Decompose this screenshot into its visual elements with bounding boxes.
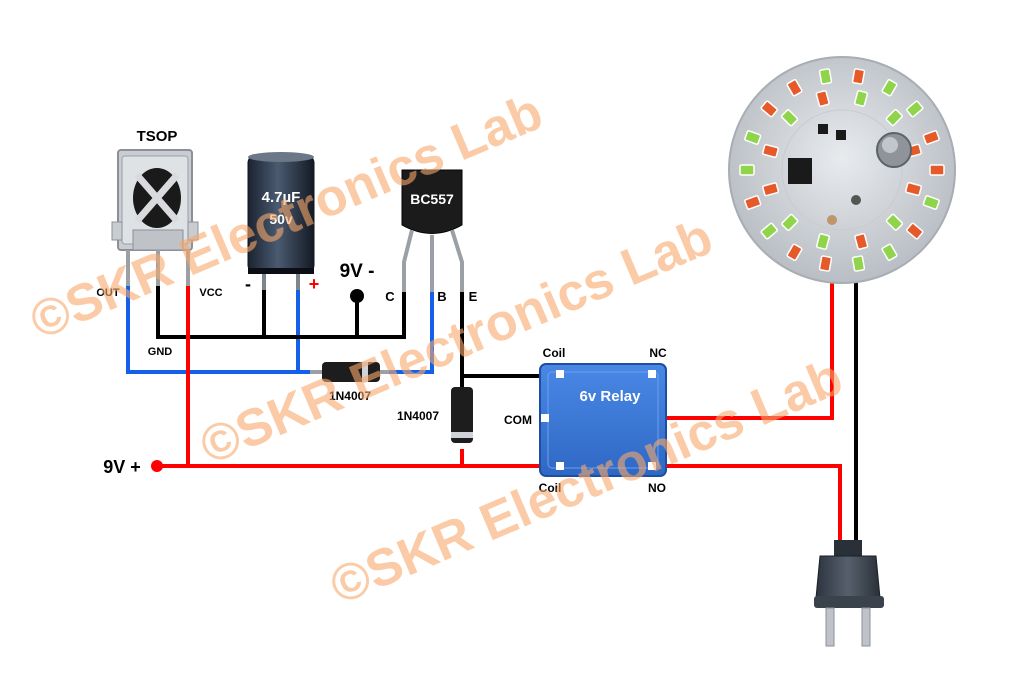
led-chip xyxy=(781,213,799,232)
led-chip xyxy=(885,108,903,127)
diode-1-label: 1N4007 xyxy=(329,389,371,403)
diode-2-label: 1N4007 xyxy=(397,409,439,423)
led-chip xyxy=(929,164,945,176)
led-chip xyxy=(905,181,922,197)
led-chip xyxy=(885,213,904,231)
transistor-pin-e: E xyxy=(469,289,478,304)
tsop-pin-vcc: VCC xyxy=(199,287,222,299)
led-chip xyxy=(818,255,833,272)
led-chip xyxy=(818,68,833,85)
led-chip xyxy=(815,233,831,250)
led-chip xyxy=(744,195,762,210)
led-chip xyxy=(760,222,778,240)
led-chip xyxy=(922,195,940,210)
led-chip xyxy=(739,164,755,176)
supply-negative-label: 9V - xyxy=(340,261,375,282)
led-chip xyxy=(853,90,869,107)
led-ring xyxy=(739,68,945,272)
supply-negative: 9V - xyxy=(340,261,375,303)
supply-positive: 9V + xyxy=(103,457,163,477)
wire-tsop-out xyxy=(126,286,310,374)
transistor-name: BC557 xyxy=(410,191,454,207)
transistor-pin-b: B xyxy=(437,289,446,304)
relay: 6v Relay Coil NC COM Coil NO xyxy=(504,346,667,495)
led-chip xyxy=(786,243,803,262)
diode-2: 1N4007 xyxy=(397,387,473,443)
diode-1: 1N4007 xyxy=(310,362,389,403)
led-chip xyxy=(851,68,866,85)
led-chip xyxy=(780,109,799,127)
capacitor-pos-label: + xyxy=(309,274,320,294)
led-chip xyxy=(881,243,898,262)
led-chip xyxy=(854,232,869,250)
led-chip xyxy=(760,100,778,118)
supply-positive-label: 9V + xyxy=(103,457,141,477)
transistor-pin-c: C xyxy=(385,289,395,304)
relay-name: 6v Relay xyxy=(580,388,642,405)
led-chip xyxy=(786,78,803,97)
bc557-transistor: BC557 C B E xyxy=(385,169,478,304)
led-bulb-board xyxy=(728,56,956,284)
tsop-pin-out: OUT xyxy=(96,287,120,299)
capacitor-voltage: 50v xyxy=(269,211,293,227)
led-chip xyxy=(881,78,898,97)
relay-coil-bottom: Coil xyxy=(539,481,562,495)
tsop-title: TSOP xyxy=(137,128,178,145)
wire-base xyxy=(389,292,434,374)
wire-gnd-rail xyxy=(156,286,406,339)
led-chip xyxy=(815,90,830,108)
relay-coil-top: Coil xyxy=(543,346,566,360)
tsop-sensor: TSOP OUT GND VCC xyxy=(96,128,222,358)
led-chip xyxy=(922,130,940,145)
capacitor: 4.7µF 50v - + xyxy=(245,152,319,294)
power-plug xyxy=(814,540,884,647)
relay-com: COM xyxy=(504,413,532,427)
led-chip xyxy=(906,100,924,118)
tsop-pin-gnd: GND xyxy=(148,346,173,358)
led-chip xyxy=(906,222,924,240)
relay-nc: NC xyxy=(649,346,667,360)
led-chip xyxy=(851,255,866,272)
capacitor-neg-label: - xyxy=(245,274,251,294)
relay-no: NO xyxy=(648,481,666,495)
led-chip xyxy=(762,143,779,159)
capacitor-value: 4.7µF xyxy=(262,189,301,206)
led-chip xyxy=(744,130,762,145)
wire-no xyxy=(660,464,842,548)
led-chip xyxy=(762,182,780,197)
